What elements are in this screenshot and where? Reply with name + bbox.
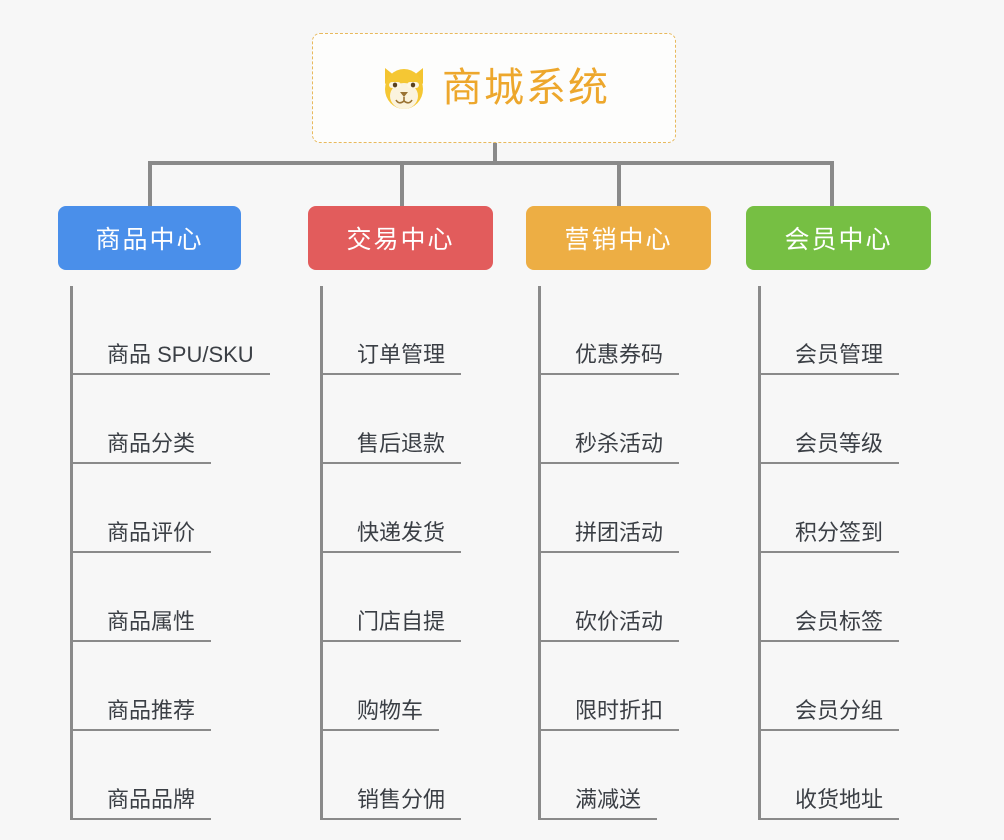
module-item-label: 购物车	[323, 698, 440, 731]
connector-drop-2	[400, 161, 404, 206]
module-item[interactable]: 拼团活动	[541, 464, 711, 553]
module-header[interactable]: 营销中心	[526, 206, 711, 270]
module-item-list: 订单管理售后退款快递发货门店自提购物车销售分佣	[320, 286, 493, 820]
module-header-label: 商品中心	[95, 226, 204, 254]
module-item-label: 拼团活动	[541, 520, 680, 553]
module-header-label: 交易中心	[346, 226, 455, 254]
module-item[interactable]: 商品 SPU/SKU	[73, 286, 270, 375]
module-item-label: 商品属性	[73, 609, 212, 642]
module-item[interactable]: 商品评价	[73, 464, 241, 553]
module-item-label: 商品品牌	[73, 787, 212, 820]
root-node[interactable]: 商城系统	[312, 33, 676, 143]
connector-root-stem	[493, 143, 497, 165]
module-item-label: 优惠券码	[541, 342, 680, 375]
module-item[interactable]: 优惠券码	[541, 286, 711, 375]
module-item[interactable]: 会员等级	[761, 375, 931, 464]
connector-drop-3	[617, 161, 621, 206]
module-item-label: 门店自提	[323, 609, 462, 642]
dog-face-icon	[378, 62, 430, 114]
module-item[interactable]: 商品品牌	[73, 731, 241, 820]
module-item[interactable]: 秒杀活动	[541, 375, 711, 464]
module-item-label: 会员分组	[761, 698, 900, 731]
module-item-label: 商品评价	[73, 520, 212, 553]
module-item-label: 收货地址	[761, 787, 900, 820]
module-item[interactable]: 会员管理	[761, 286, 931, 375]
module-header[interactable]: 商品中心	[58, 206, 241, 270]
module-item-label: 商品分类	[73, 431, 212, 464]
module-header[interactable]: 交易中心	[308, 206, 493, 270]
module-item[interactable]: 商品推荐	[73, 642, 241, 731]
module-item[interactable]: 会员标签	[761, 553, 931, 642]
module-item[interactable]: 砍价活动	[541, 553, 711, 642]
module-header-label: 会员中心	[784, 226, 893, 254]
module-item[interactable]: 限时折扣	[541, 642, 711, 731]
module-item-list: 会员管理会员等级积分签到会员标签会员分组收货地址	[758, 286, 931, 820]
module-item[interactable]: 会员分组	[761, 642, 931, 731]
page-title: 商城系统	[442, 66, 610, 110]
module-column-product: 商品中心商品 SPU/SKU 商品分类商品评价商品属性商品推荐商品品牌	[58, 206, 270, 820]
module-item-list: 优惠券码秒杀活动拼团活动砍价活动限时折扣满减送	[538, 286, 711, 820]
module-column-member: 会员中心会员管理会员等级积分签到会员标签会员分组收货地址	[746, 206, 931, 820]
module-item[interactable]: 购物车	[323, 642, 493, 731]
module-item[interactable]: 门店自提	[323, 553, 493, 642]
module-item[interactable]: 商品属性	[73, 553, 241, 642]
connector-drop-4	[830, 161, 834, 206]
module-item-label: 积分签到	[761, 520, 900, 553]
module-header[interactable]: 会员中心	[746, 206, 931, 270]
module-item[interactable]: 商品分类	[73, 375, 241, 464]
module-item-label: 售后退款	[323, 431, 462, 464]
module-item[interactable]: 订单管理	[323, 286, 493, 375]
module-column-trade: 交易中心订单管理售后退款快递发货门店自提购物车销售分佣	[308, 206, 493, 820]
module-item[interactable]: 满减送	[541, 731, 711, 820]
module-item-label: 销售分佣	[323, 787, 462, 820]
connector-bus	[148, 161, 834, 165]
module-item-label: 会员标签	[761, 609, 900, 642]
module-item-label: 会员等级	[761, 431, 900, 464]
module-item-label: 订单管理	[323, 342, 462, 375]
module-header-label: 营销中心	[564, 226, 673, 254]
module-column-marketing: 营销中心优惠券码秒杀活动拼团活动砍价活动限时折扣满减送	[526, 206, 711, 820]
module-item-label: 商品 SPU/SKU	[73, 342, 270, 375]
module-item[interactable]: 收货地址	[761, 731, 931, 820]
module-item-label: 限时折扣	[541, 698, 680, 731]
module-item[interactable]: 售后退款	[323, 375, 493, 464]
module-item[interactable]: 快递发货	[323, 464, 493, 553]
module-item-label: 商品推荐	[73, 698, 212, 731]
module-item[interactable]: 积分签到	[761, 464, 931, 553]
module-item-label: 快递发货	[323, 520, 462, 553]
module-item-label: 会员管理	[761, 342, 900, 375]
module-item[interactable]: 销售分佣	[323, 731, 493, 820]
module-item-label: 满减送	[541, 787, 658, 820]
module-item-label: 砍价活动	[541, 609, 680, 642]
module-item-list: 商品 SPU/SKU 商品分类商品评价商品属性商品推荐商品品牌	[70, 286, 270, 820]
connector-drop-1	[148, 161, 152, 206]
module-item-label: 秒杀活动	[541, 431, 680, 464]
